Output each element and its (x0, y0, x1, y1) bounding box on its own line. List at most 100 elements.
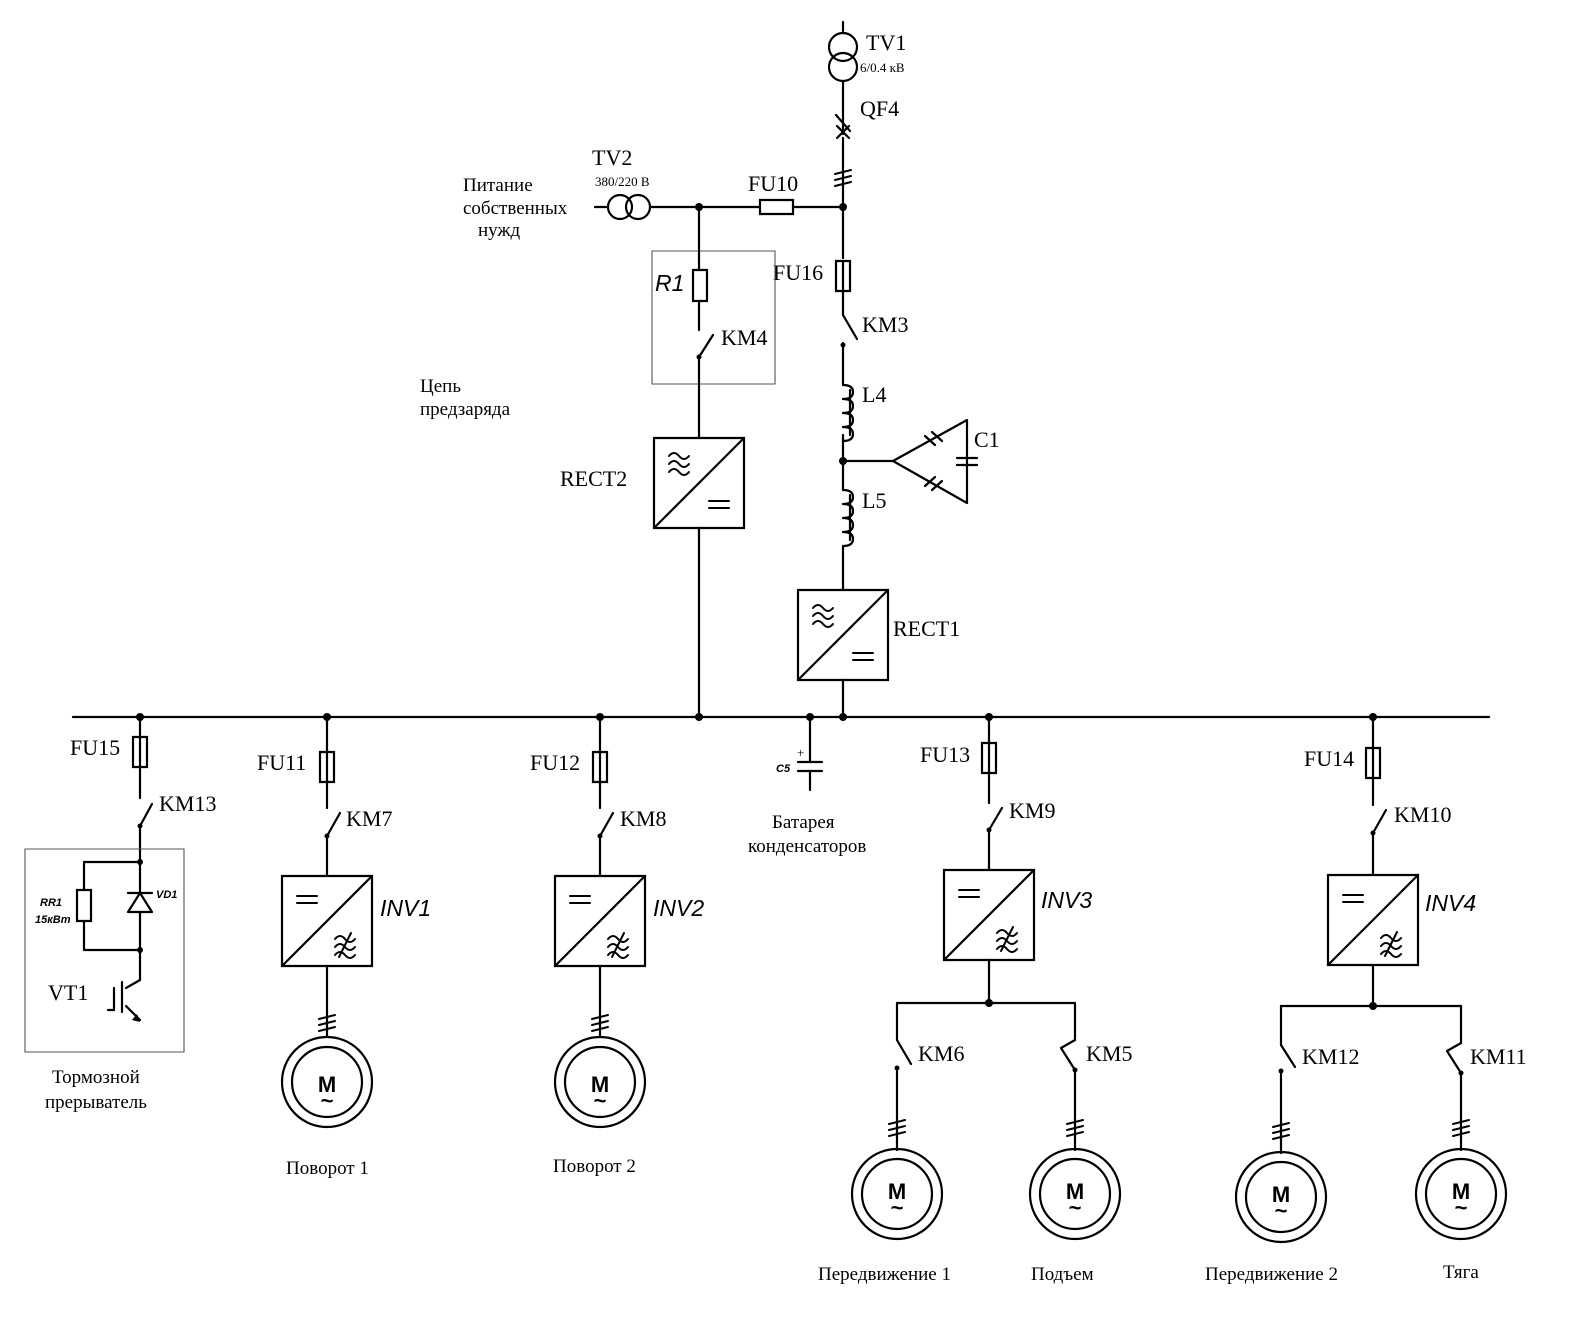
tv1-transformer-symbol (829, 22, 857, 90)
km12-label: KM12 (1302, 1044, 1359, 1069)
turn2-motor-label: Поворот 2 (553, 1156, 636, 1177)
svg-text:M: M (591, 1072, 609, 1097)
travel2-motor-label: Передвижение 2 (1205, 1264, 1338, 1285)
hoist-motor-label: Подъем (1031, 1264, 1094, 1285)
km5-label: KM5 (1086, 1041, 1132, 1066)
km5-contactor-symbol (1061, 1003, 1078, 1150)
fu15-label: FU15 (70, 735, 120, 760)
qf4-label: QF4 (860, 96, 899, 121)
inv4-inverter-symbol (1326, 873, 1420, 967)
rect2-label: RECT2 (560, 466, 627, 491)
inv2-label: INV2 (653, 895, 704, 921)
vd1-diode-symbol (128, 862, 152, 950)
svg-text:~: ~ (891, 1195, 904, 1220)
fu13-fuse-symbol (980, 741, 998, 775)
km7-label: KM7 (346, 806, 392, 831)
svg-text:~: ~ (1275, 1198, 1288, 1223)
aux-supply-label-1: Питание (463, 175, 533, 196)
km8-label: KM8 (620, 806, 666, 831)
inv1-inverter-symbol (280, 874, 374, 968)
fu12-label: FU12 (530, 750, 580, 775)
r1-resistor-symbol (693, 270, 707, 301)
vt1-label: VT1 (48, 980, 88, 1005)
vd1-label: VD1 (156, 889, 177, 901)
km8-contactor-symbol (597, 782, 614, 876)
svg-text:M: M (1452, 1179, 1470, 1204)
l4-label: L4 (862, 382, 886, 407)
km11-contactor-symbol (1447, 1006, 1464, 1150)
tv1-rating: 6/0.4 кВ (860, 60, 905, 75)
precharge-frame (652, 251, 775, 384)
svg-text:~: ~ (321, 1088, 334, 1113)
rect1-label: RECT1 (893, 616, 960, 641)
km10-contactor-symbol (1370, 778, 1387, 875)
km6-label: KM6 (918, 1041, 964, 1066)
inv3-label: INV3 (1041, 887, 1092, 913)
capacitor-bank-label-1: Батарея (772, 812, 835, 833)
l4-inductor-symbol (843, 385, 853, 490)
tv2-label: TV2 (592, 145, 632, 170)
km4-contactor-symbol (696, 301, 714, 438)
fu12-fuse-symbol (591, 750, 609, 784)
rr1-resistor-symbol (77, 862, 140, 950)
fu16-label: FU16 (773, 260, 823, 285)
inv2-inverter-symbol (553, 874, 647, 968)
turn2-motor-symbol: M ~ (553, 1035, 647, 1129)
fu15-fuse-symbol (131, 735, 149, 769)
svg-text:M: M (1066, 1179, 1084, 1204)
turn1-motor-label: Поворот 1 (286, 1158, 369, 1179)
fu14-fuse-symbol (1364, 746, 1382, 780)
turn1-motor-symbol: M ~ (280, 1035, 374, 1129)
rr1-power-label: 15кВт (35, 914, 71, 926)
traction-motor-label: Тяга (1443, 1262, 1479, 1283)
c5-capacitor-bank-symbol (798, 717, 822, 790)
traction-motor-symbol: M ~ (1414, 1147, 1508, 1241)
r1-label: R1 (655, 270, 684, 296)
fu11-fuse-symbol (318, 750, 336, 784)
km9-label: KM9 (1009, 798, 1055, 823)
km11-label: KM11 (1470, 1044, 1527, 1069)
capacitor-bank-label-2: конденсаторов (748, 836, 866, 857)
precharge-label-1: Цепь (420, 376, 461, 397)
c1-label: C1 (974, 427, 1000, 452)
fu11-label: FU11 (257, 750, 306, 775)
fu10-label: FU10 (748, 171, 798, 196)
inv1-label: INV1 (380, 895, 431, 921)
c5-label: C5 (776, 763, 791, 775)
brake-chopper-frame (25, 849, 184, 1052)
l5-label: L5 (862, 488, 886, 513)
precharge-label-2: предзаряда (420, 399, 511, 420)
svg-text:M: M (888, 1179, 906, 1204)
brake-chopper-label-2: прерыватель (45, 1092, 147, 1113)
hoist-motor-symbol: M ~ (1028, 1147, 1122, 1241)
fu14-label: FU14 (1304, 746, 1354, 771)
qf4-breaker-symbol (834, 90, 852, 200)
km4-label: KM4 (721, 325, 767, 350)
rect1-rectifier-symbol (796, 588, 890, 682)
svg-text:~: ~ (594, 1088, 607, 1113)
aux-supply-label-3: нужд (478, 220, 521, 241)
inv4-label: INV4 (1425, 890, 1476, 916)
km6-contactor-symbol (894, 1003, 912, 1150)
km3-label: KM3 (862, 312, 908, 337)
svg-text:~: ~ (1069, 1195, 1082, 1220)
rr1-label: RR1 (40, 897, 62, 909)
c1-filter-capacitors-symbol (843, 420, 977, 503)
tv2-transformer-symbol (608, 195, 650, 219)
fu10-fuse-symbol (760, 200, 793, 214)
km13-label: KM13 (159, 791, 216, 816)
fu13-label: FU13 (920, 742, 970, 767)
travel1-motor-label: Передвижение 1 (818, 1264, 951, 1285)
svg-text:M: M (318, 1072, 336, 1097)
travel2-motor-symbol: M ~ (1234, 1150, 1328, 1244)
km7-contactor-symbol (324, 782, 341, 876)
tv1-label: TV1 (866, 30, 906, 55)
rect2-rectifier-symbol (652, 436, 746, 530)
inv3-inverter-symbol (942, 868, 1036, 962)
svg-text:~: ~ (1455, 1195, 1468, 1220)
km9-contactor-symbol (986, 773, 1003, 870)
brake-chopper-label-1: Тормозной (52, 1067, 140, 1088)
travel1-motor-symbol: M ~ (850, 1147, 944, 1241)
c5-plus-sign: + (797, 745, 804, 760)
